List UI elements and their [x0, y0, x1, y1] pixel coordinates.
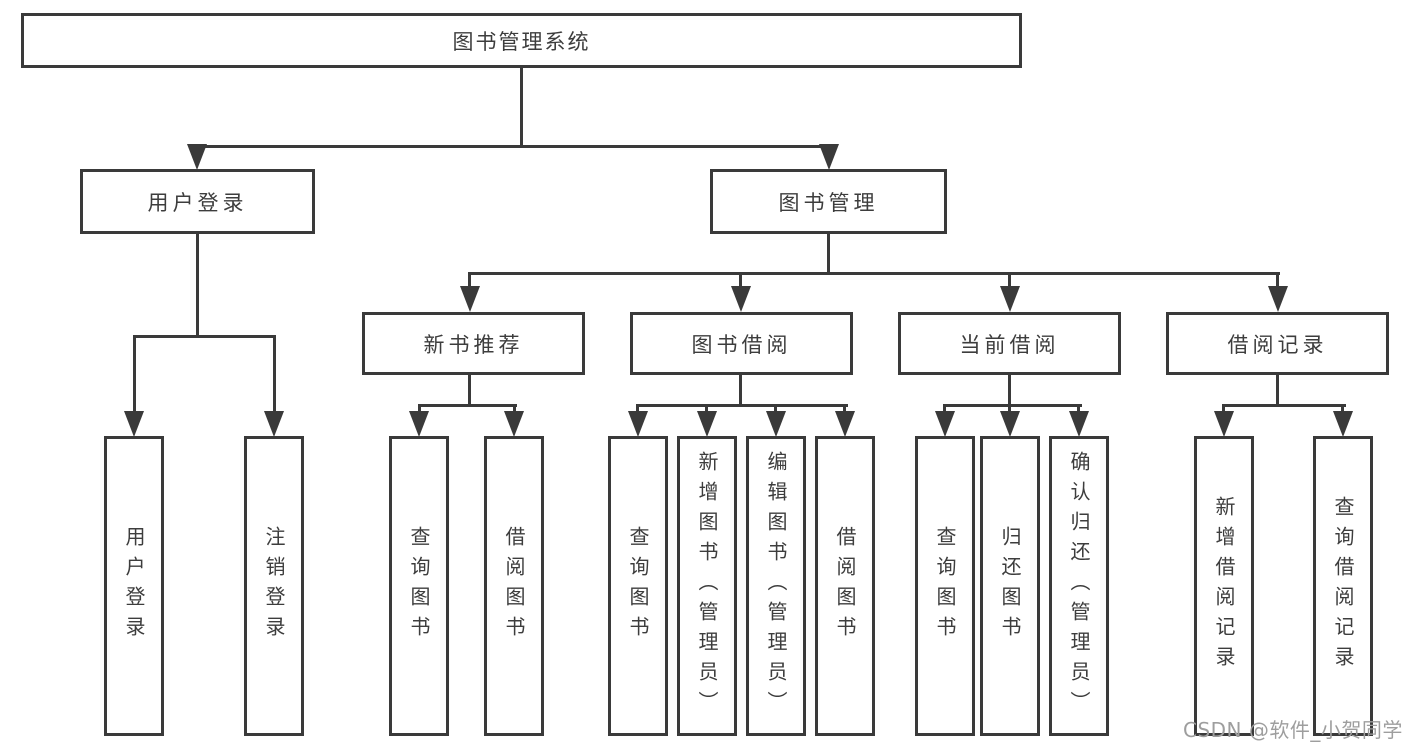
leaf-query-book-current: 查询图书: [915, 436, 975, 736]
leaf-borrow-book: 借阅图书: [815, 436, 875, 736]
leaf-add-borrow-record: 新增借阅记录: [1194, 436, 1254, 736]
connector-level3-drop-3: [1008, 272, 1011, 288]
connector-root-stem: [520, 68, 523, 146]
arrow-down-icon: [460, 286, 480, 312]
connector-leaf-drop: [418, 404, 421, 416]
connector-leaf-drop: [513, 404, 516, 416]
connector-leaf-drop: [636, 404, 639, 416]
connector-root-hbar: [196, 145, 832, 148]
connector-level3-drop-4: [1276, 272, 1279, 288]
connector-leaf-drop: [774, 404, 777, 416]
arrow-down-icon: [935, 411, 955, 437]
arrow-down-icon: [1069, 411, 1089, 437]
leaf-query-borrow-record: 查询借阅记录: [1313, 436, 1373, 736]
node-root-system: 图书管理系统: [21, 13, 1022, 68]
connector-level3-drop-2: [739, 272, 742, 288]
connector-currentborrow-stem: [1008, 373, 1011, 406]
arrow-down-icon: [264, 411, 284, 437]
leaf-confirm-return-admin: 确认归还（管理员）: [1049, 436, 1109, 736]
node-user-login: 用户登录: [80, 169, 315, 234]
connector-currentborrow-hbar: [944, 404, 1082, 407]
connector-bookborrow-stem: [739, 373, 742, 406]
connector-bookborrow-hbar: [636, 404, 848, 407]
arrow-down-icon: [819, 144, 839, 170]
connector-leaf-drop: [1077, 404, 1080, 416]
leaf-logout: 注销登录: [244, 436, 304, 736]
connector-leaf-drop: [943, 404, 946, 416]
connector-borrowrecord-stem: [1276, 373, 1279, 406]
connector-leaf-drop: [843, 404, 846, 416]
arrow-down-icon: [409, 411, 429, 437]
arrow-down-icon: [1333, 411, 1353, 437]
connector-userlogin-drop-1: [133, 335, 136, 413]
arrow-down-icon: [1000, 411, 1020, 437]
arrow-down-icon: [697, 411, 717, 437]
arrow-down-icon: [835, 411, 855, 437]
connector-userlogin-hbar: [133, 335, 276, 338]
arrow-down-icon: [731, 286, 751, 312]
leaf-query-book-borrow: 查询图书: [608, 436, 668, 736]
connector-userlogin-stem: [196, 232, 199, 337]
connector-leaf-drop: [1008, 404, 1011, 416]
arrow-down-icon: [628, 411, 648, 437]
connector-leaf-drop: [1341, 404, 1344, 416]
connector-level3-drop-1: [468, 272, 471, 288]
node-new-book-recommend: 新书推荐: [362, 312, 585, 375]
leaf-add-book-admin: 新增图书（管理员）: [677, 436, 737, 736]
node-borrow-record: 借阅记录: [1166, 312, 1389, 375]
arrow-down-icon: [1268, 286, 1288, 312]
arrow-down-icon: [766, 411, 786, 437]
leaf-query-book-newrec: 查询图书: [389, 436, 449, 736]
arrow-down-icon: [1000, 286, 1020, 312]
node-current-borrow: 当前借阅: [898, 312, 1121, 375]
leaf-return-book: 归还图书: [980, 436, 1040, 736]
leaf-user-login: 用户登录: [104, 436, 164, 736]
csdn-watermark: CSDN @软件_小贺同学: [1183, 718, 1403, 742]
connector-leaf-drop: [1222, 404, 1225, 416]
leaf-edit-book-admin: 编辑图书（管理员）: [746, 436, 806, 736]
connector-leaf-drop: [705, 404, 708, 416]
connector-borrowrecord-hbar: [1223, 404, 1346, 407]
connector-newbook-hbar: [418, 404, 517, 407]
connector-bookmgmt-stem: [827, 232, 830, 275]
leaf-borrow-book-newrec: 借阅图书: [484, 436, 544, 736]
arrow-down-icon: [1214, 411, 1234, 437]
node-book-borrow: 图书借阅: [630, 312, 853, 375]
node-book-management: 图书管理: [710, 169, 947, 234]
connector-level3-hbar: [468, 272, 1280, 275]
arrow-down-icon: [187, 144, 207, 170]
arrow-down-icon: [124, 411, 144, 437]
connector-userlogin-drop-2: [273, 335, 276, 413]
connector-newbook-stem: [468, 373, 471, 406]
arrow-down-icon: [504, 411, 524, 437]
